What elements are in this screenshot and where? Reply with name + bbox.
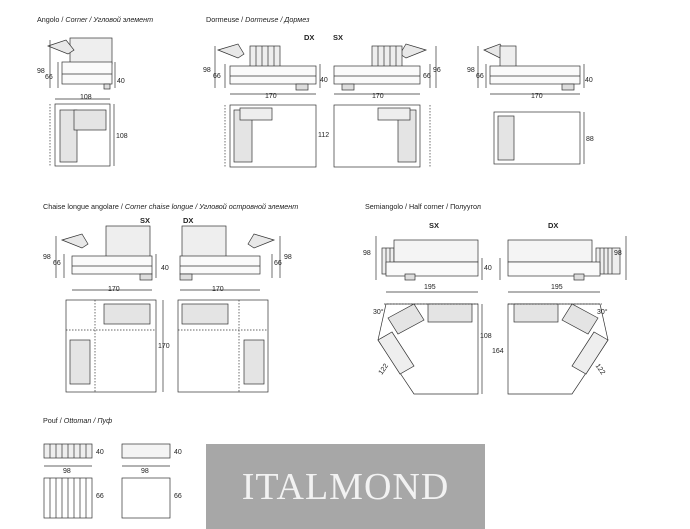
dim-module-40: 40 <box>585 77 593 84</box>
dim-angolo-66: 66 <box>45 74 53 81</box>
module-elevation <box>477 43 585 95</box>
dormeuse-sx-elevation <box>333 43 437 95</box>
watermark-text: ITALMOND <box>241 465 450 508</box>
dim-semi-98-right: 98 <box>614 250 622 257</box>
dim-chaise-170-depth: 170 <box>158 343 170 350</box>
chaise-en: Corner chaise longue <box>124 202 194 211</box>
label-sx-dormeuse: SX <box>333 33 344 42</box>
dim-chaise-170-right: 170 <box>212 286 224 293</box>
dim-pouf-98-b: 98 <box>141 468 149 475</box>
dim-semi-164: 164 <box>492 348 504 355</box>
pouf-it: Pouf / <box>43 416 62 425</box>
dim-pouf-40-a: 40 <box>96 449 104 456</box>
dormeuse-dx-elevation <box>214 43 321 95</box>
title-chaise: Chaise longue angolare / Corner chaise l… <box>43 203 298 210</box>
dormeuse-it: Dormeuse / <box>206 15 244 24</box>
dim-dormeuse-98: 98 <box>203 67 211 74</box>
dim-dormeuse-40-left: 40 <box>320 77 328 84</box>
angolo-it: Angolo / <box>37 15 64 24</box>
pouf-ru: / Пуф <box>93 416 113 425</box>
chaise-it: Chaise longue angolare / <box>43 202 123 211</box>
chaise-sx-elevation <box>55 225 157 291</box>
dim-pouf-66-b: 66 <box>174 493 182 500</box>
dim-angolo-40: 40 <box>117 78 125 85</box>
dim-dormeuse-96: 96 <box>433 67 441 74</box>
dormeuse-dx-plan <box>224 104 317 168</box>
semiangolo-dx-plan <box>507 303 609 395</box>
dim-chaise-66-right: 66 <box>274 260 282 267</box>
label-sx-chaise: SX <box>140 216 151 225</box>
pouf-en: Ottoman <box>63 416 92 425</box>
chaise-sx-plan <box>65 299 157 393</box>
title-pouf: Pouf / Ottoman / Пуф <box>43 417 112 424</box>
angolo-en: Corner <box>65 15 88 24</box>
label-sx-semiangolo: SX <box>429 221 440 230</box>
semiangolo-sx-elevation <box>375 236 483 293</box>
dim-semi-195-right: 195 <box>551 284 563 291</box>
dim-semi-30-right: 30° <box>597 309 608 316</box>
dim-module-66: 66 <box>476 73 484 80</box>
dim-dormeuse-66: 66 <box>213 73 221 80</box>
title-angolo: Angolo / Corner / Угловой элемент <box>37 16 153 23</box>
dim-angolo-98: 98 <box>37 68 45 75</box>
title-semiangolo: Semiangolo / Half corner / Полуугол <box>365 203 481 210</box>
dim-angolo-108-width: 108 <box>80 94 92 101</box>
dim-dormeuse-170-right: 170 <box>372 93 384 100</box>
chaise-ru: / Угловой островной элемент <box>195 202 299 211</box>
angolo-elevation <box>46 37 116 90</box>
dim-module-98: 98 <box>467 67 475 74</box>
pouf-drawings <box>43 443 171 519</box>
angolo-ru: / Угловой элемент <box>89 15 154 24</box>
dim-dormeuse-66-right: 66 <box>423 73 431 80</box>
dim-semi-195-left: 195 <box>424 284 436 291</box>
dim-semi-98-left: 98 <box>363 250 371 257</box>
angolo-plan <box>49 98 115 167</box>
dim-chaise-170-left: 170 <box>108 286 120 293</box>
label-dx-semiangolo: DX <box>548 221 559 230</box>
dim-module-88: 88 <box>586 136 594 143</box>
dormeuse-en: Dormeuse <box>245 15 279 24</box>
semiangolo-it: Semiangolo / Half corner / Полуугол <box>365 202 481 211</box>
dim-chaise-98-left: 98 <box>43 254 51 261</box>
dim-semi-30-left: 30° <box>373 309 384 316</box>
dim-pouf-66-a: 66 <box>96 493 104 500</box>
semiangolo-sx-plan <box>377 303 483 395</box>
watermark: ITALMOND <box>206 444 485 529</box>
label-dx-chaise: DX <box>183 216 194 225</box>
dim-pouf-98-a: 98 <box>63 468 71 475</box>
dim-semi-108: 108 <box>480 333 492 340</box>
dim-module-170: 170 <box>531 93 543 100</box>
dim-pouf-40-b: 40 <box>174 449 182 456</box>
dormeuse-sx-plan <box>333 104 431 168</box>
title-dormeuse: Dormeuse / Dormeuse / Дормез <box>206 16 309 23</box>
dim-angolo-108-depth: 108 <box>116 133 128 140</box>
chaise-dx-elevation <box>179 225 281 291</box>
dim-chaise-98-right: 98 <box>284 254 292 261</box>
chaise-dx-plan <box>162 299 269 393</box>
module-plan <box>493 111 585 165</box>
dim-dormeuse-170-left: 170 <box>265 93 277 100</box>
dim-semi-40: 40 <box>484 265 492 272</box>
label-dx-dormeuse: DX <box>304 33 315 42</box>
dim-chaise-66-left: 66 <box>53 260 61 267</box>
dim-chaise-40: 40 <box>161 265 169 272</box>
semiangolo-dx-elevation <box>499 236 627 293</box>
dim-dormeuse-112: 112 <box>318 132 330 139</box>
dormeuse-ru: / Дормез <box>280 15 310 24</box>
